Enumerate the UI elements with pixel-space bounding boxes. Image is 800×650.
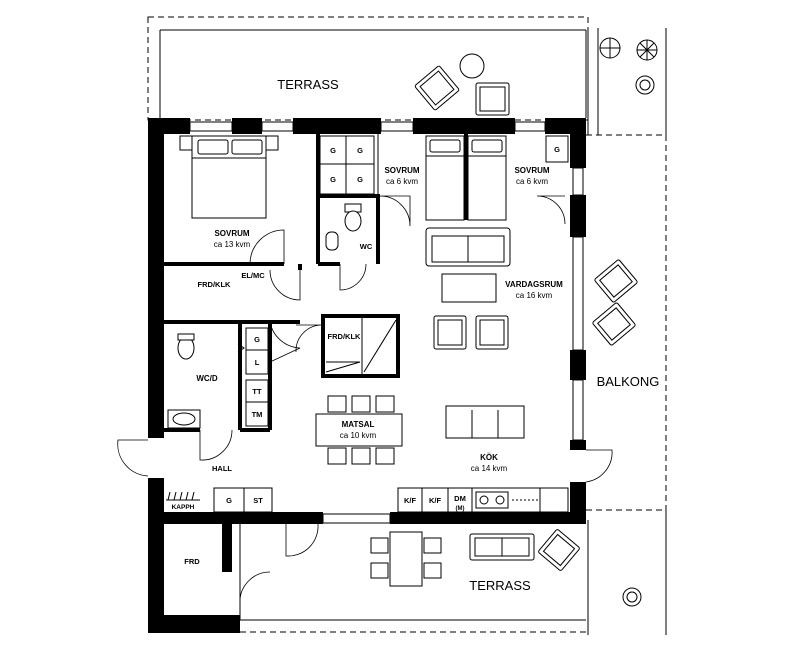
wardrobe-label: G — [330, 146, 336, 155]
plant-icon — [599, 37, 658, 607]
matsal-name: MATSAL — [342, 420, 375, 429]
vardagsrum-area: ca 16 kvm — [516, 291, 553, 300]
room-labels: SOVRUM ca 13 kvm SOVRUM ca 6 kvm SOVRUM … — [172, 145, 564, 566]
tt-label: TT — [252, 387, 262, 396]
furniture — [166, 135, 569, 513]
terrace-armchair-icon — [538, 529, 580, 571]
sink-icon — [167, 409, 201, 429]
toilet-icon — [325, 203, 362, 251]
balcony-chair-icon — [594, 259, 638, 303]
toilet-icon — [177, 333, 195, 360]
doors — [117, 195, 613, 605]
wardrobe-label: G — [357, 146, 363, 155]
kapph-label: KAPPH — [172, 504, 195, 511]
armchair-icon — [433, 315, 509, 350]
terrace-chair-icon — [475, 82, 510, 116]
bottom-terrace: TERRASS — [230, 520, 589, 633]
balcony: BALKONG — [586, 28, 667, 635]
hall-g-label: G — [226, 496, 232, 505]
sovrum1-area: ca 13 kvm — [214, 240, 251, 249]
kf1-label: K/F — [404, 496, 417, 505]
balcony-label: BALKONG — [597, 374, 660, 389]
vardagsrum-name: VARDAGSRUM — [505, 280, 563, 289]
exterior-walls — [148, 118, 586, 633]
bath-l-label: L — [255, 358, 260, 367]
terrace-top-label: TERRASS — [277, 77, 339, 92]
wc-label: WC — [360, 242, 373, 251]
sovrum3-area: ca 6 kvm — [516, 177, 548, 186]
tm-label: TM — [252, 410, 263, 419]
single-bed-icon — [425, 135, 507, 221]
wardrobe-label: G — [554, 145, 560, 154]
wardrobe-label: G — [357, 175, 363, 184]
dining-table-icon — [315, 395, 403, 465]
interior-walls — [164, 134, 468, 432]
sovrum2-area: ca 6 kvm — [386, 177, 418, 186]
balcony-chair-icon — [592, 302, 636, 346]
terrace-bottom-label: TERRASS — [469, 578, 531, 593]
kok-name: KÖK — [480, 453, 498, 462]
dm-sub-label: (M) — [456, 506, 465, 512]
top-terrace — [147, 16, 589, 121]
coat-hook-icon — [166, 491, 200, 501]
kitchen-counter-icon — [397, 487, 569, 513]
frd-outer-label: FRD — [184, 557, 200, 566]
double-bed-icon — [179, 135, 279, 219]
terrace-table-icon — [459, 53, 485, 79]
frdklk2-label: FRD/KLK — [328, 332, 361, 341]
hall-label: HALL — [212, 464, 232, 473]
sovrum1-name: SOVRUM — [214, 229, 249, 238]
terrace-armchair-icon — [414, 65, 460, 111]
hall-st-label: ST — [253, 496, 263, 505]
kitchen-island-icon — [445, 405, 525, 439]
kf2-label: K/F — [429, 496, 442, 505]
dm-label: DM — [454, 494, 466, 503]
sofa-icon — [425, 227, 511, 267]
coffee-table-icon — [441, 273, 497, 303]
wardrobe-label: G — [330, 175, 336, 184]
elmc-label: EL/MC — [241, 271, 265, 280]
frdklk1-label: FRD/KLK — [198, 280, 231, 289]
kok-area: ca 14 kvm — [471, 464, 508, 473]
wcd-label: WC/D — [196, 374, 218, 383]
sovrum2-name: SOVRUM — [384, 166, 419, 175]
sovrum3-name: SOVRUM — [514, 166, 549, 175]
terrace-sofa-icon — [469, 533, 535, 561]
terrace-table-icon — [389, 531, 423, 587]
matsal-area: ca 10 kvm — [340, 431, 377, 440]
bath-g-label: G — [254, 335, 260, 344]
